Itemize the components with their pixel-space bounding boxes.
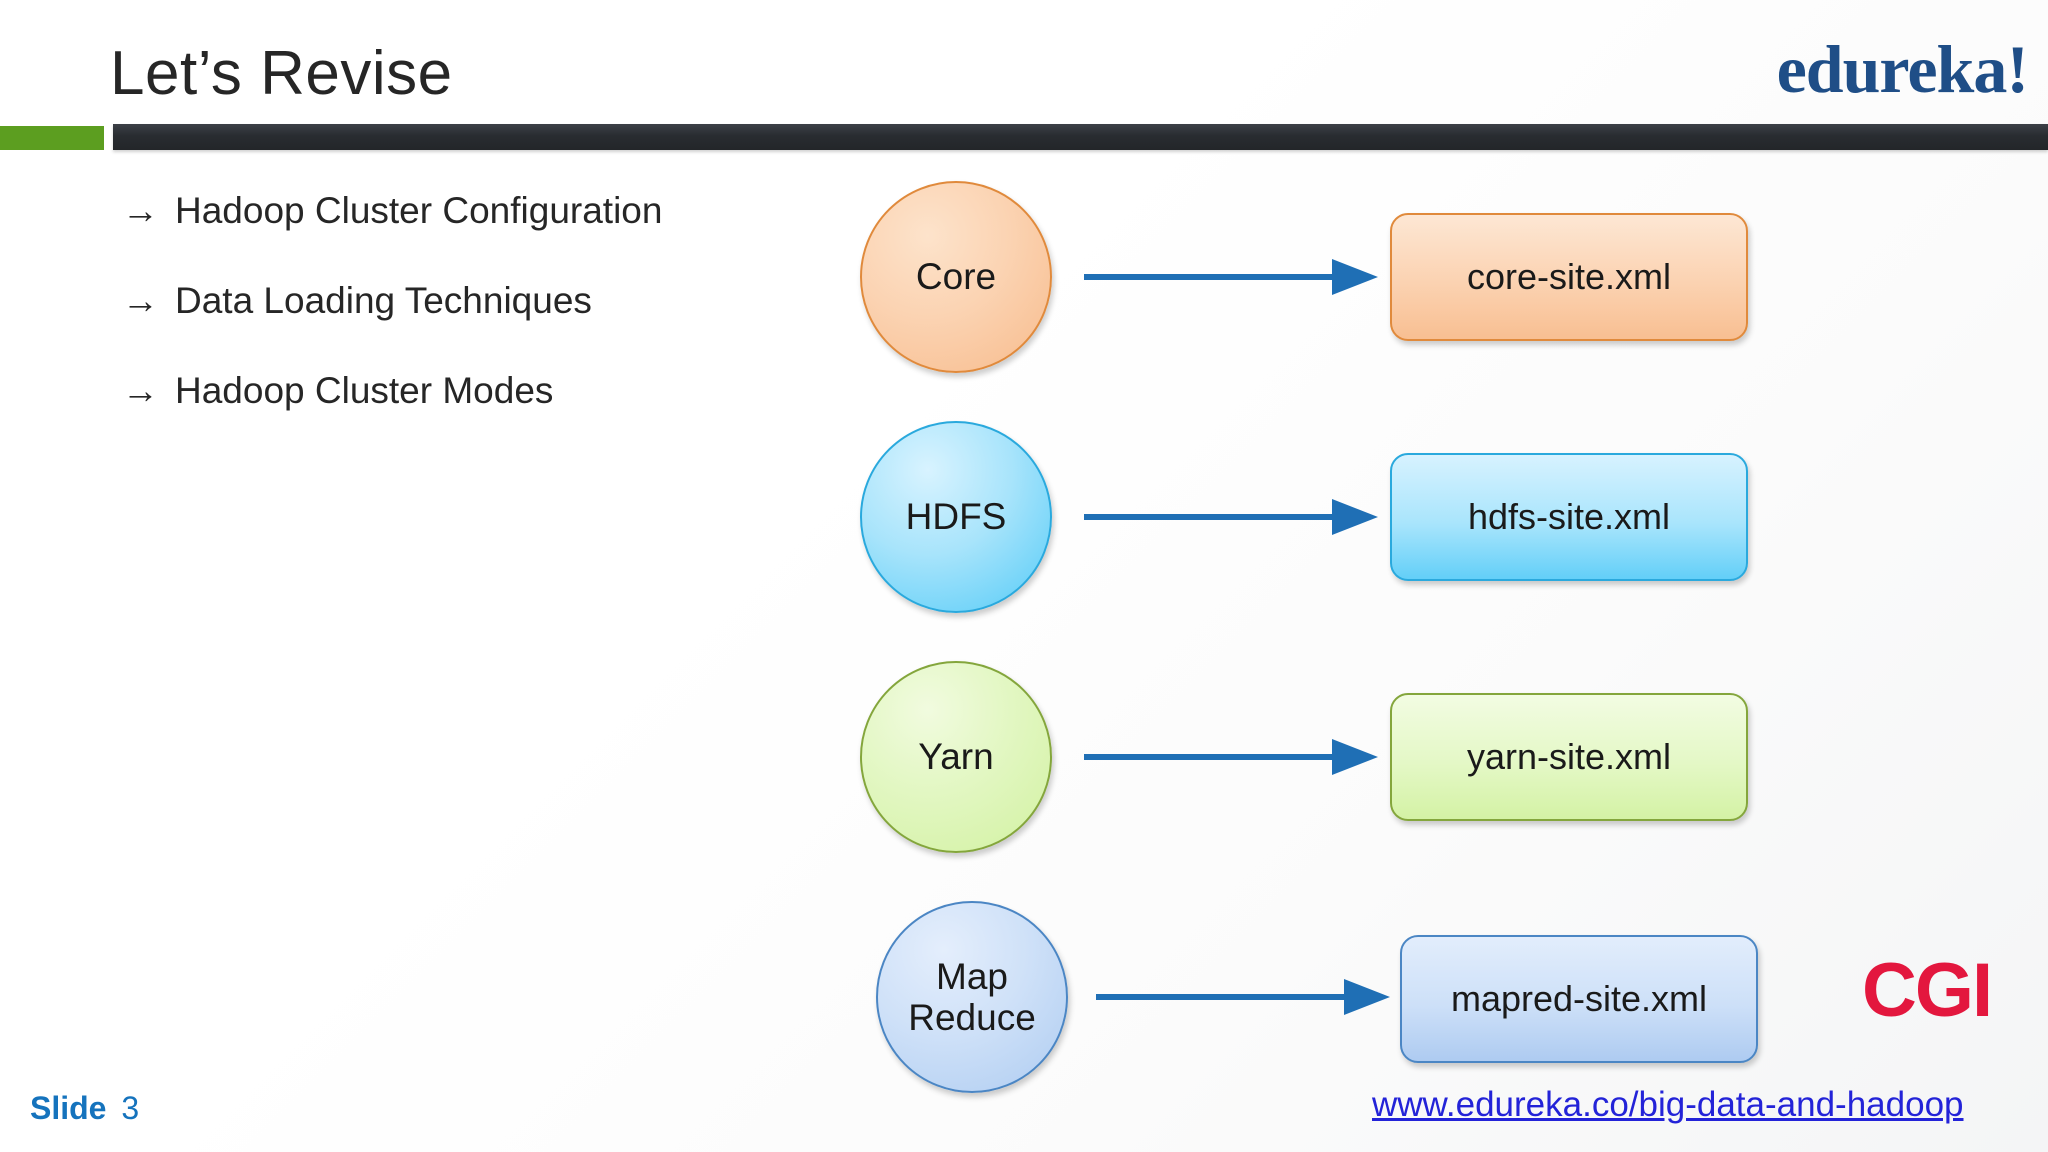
revise-bullet-list: → Hadoop Cluster Configuration → Data Lo…	[122, 190, 842, 460]
diagram-box-yarn-site: yarn-site.xml	[1390, 693, 1748, 821]
list-item: → Hadoop Cluster Configuration	[122, 190, 842, 232]
flow-arrow-yarn	[1084, 739, 1378, 775]
diagram-node-label: Map	[936, 955, 1008, 997]
diagram-node-label-line2: Reduce	[908, 997, 1036, 1038]
diagram-node-yarn: Yarn	[860, 661, 1052, 853]
arrow-right-icon: →	[122, 190, 159, 231]
diagram-node-mapreduce: Map Reduce	[876, 901, 1068, 1093]
arrow-right-icon: →	[122, 370, 159, 411]
diagram-box-mapred-site: mapred-site.xml	[1400, 935, 1758, 1063]
green-accent-bar	[0, 126, 104, 150]
diagram-box-hdfs-site: hdfs-site.xml	[1390, 453, 1748, 581]
slide-number-value: 3	[121, 1090, 140, 1126]
diagram-node-label: HDFS	[905, 496, 1007, 538]
edureka-logo: edureka!	[1776, 31, 2029, 107]
cgi-logo: CGI	[1862, 948, 1993, 1033]
arrow-right-icon: →	[122, 280, 159, 321]
list-item-label: Data Loading Techniques	[175, 280, 592, 321]
page-title: Let’s Revise	[110, 39, 453, 108]
list-item-label: Hadoop Cluster Modes	[175, 370, 554, 411]
diagram-node-hdfs: HDFS	[860, 421, 1052, 613]
list-item: → Hadoop Cluster Modes	[122, 370, 842, 412]
slide-number: Slide 3	[30, 1090, 139, 1127]
diagram-box-core-site: core-site.xml	[1390, 213, 1748, 341]
slide-number-label: Slide	[30, 1090, 107, 1126]
list-item: → Data Loading Techniques	[122, 280, 842, 322]
course-link[interactable]: www.edureka.co/big-data-and-hadoop	[1372, 1085, 1964, 1124]
diagram-box-label: mapred-site.xml	[1450, 978, 1708, 1019]
header-divider-bar	[113, 124, 2048, 150]
diagram-box-label: yarn-site.xml	[1466, 736, 1672, 777]
list-item-label: Hadoop Cluster Configuration	[175, 190, 663, 231]
diagram-node-label: Yarn	[918, 736, 994, 778]
flow-arrow-core	[1084, 259, 1378, 295]
diagram-node-core: Core	[860, 181, 1052, 373]
flow-arrow-hdfs	[1084, 499, 1378, 535]
diagram-box-label: core-site.xml	[1466, 256, 1672, 297]
diagram-node-label: Core	[915, 256, 997, 298]
diagram-box-label: hdfs-site.xml	[1467, 496, 1671, 537]
flow-arrow-mapreduce	[1096, 979, 1390, 1015]
